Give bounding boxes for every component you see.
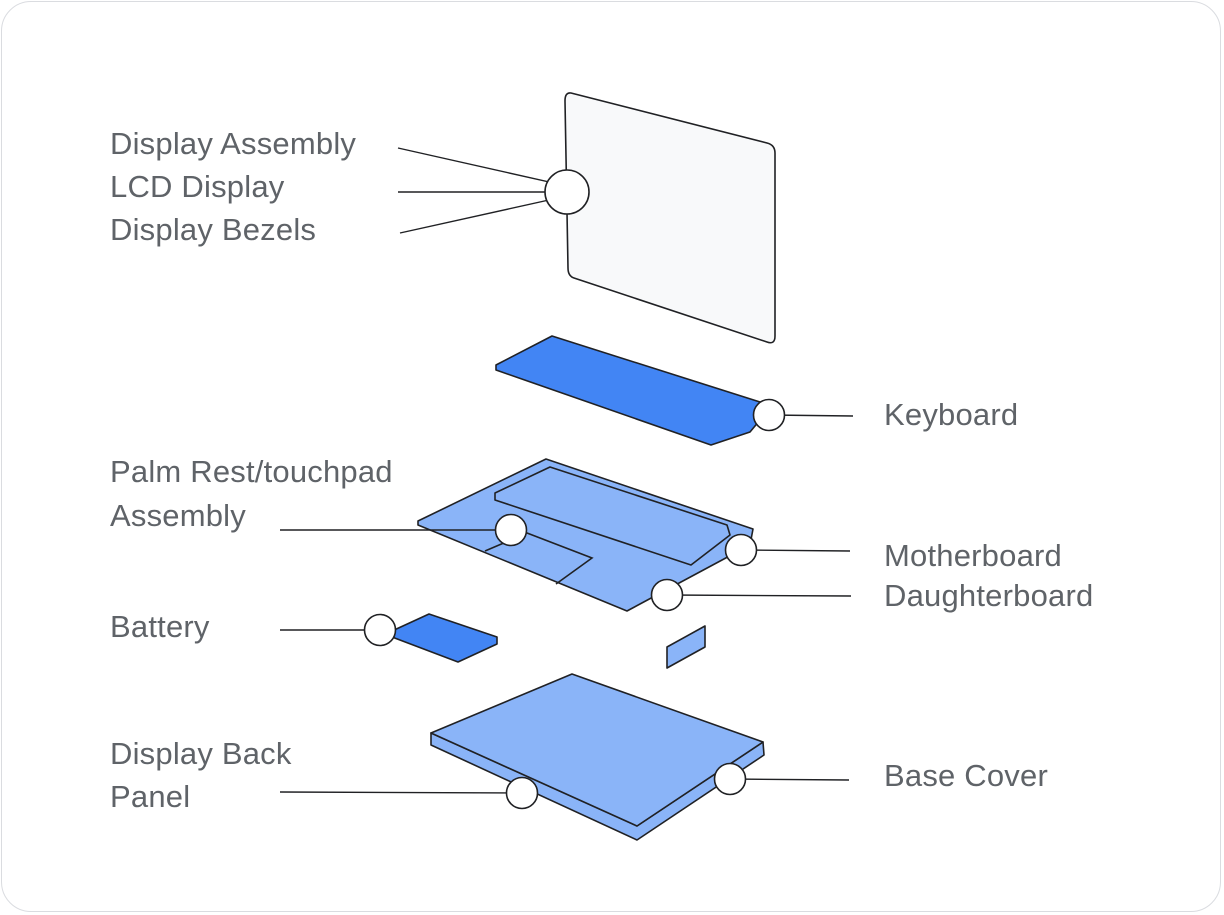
keyboard-part — [495, 335, 766, 446]
battery-part — [391, 613, 498, 663]
callout-display-marker — [544, 169, 590, 215]
callout-palm-rest-marker — [494, 513, 528, 547]
label-motherboard: Motherboard — [884, 538, 1062, 573]
display-panel-part — [564, 92, 776, 344]
label-display-back-panel-line2: Panel — [110, 779, 191, 814]
label-display-bezels: Display Bezels — [110, 212, 317, 247]
label-daughterboard: Daughterboard — [884, 578, 1094, 613]
daughterboard-part — [666, 625, 706, 669]
callout-keyboard-marker — [752, 398, 786, 432]
callout-motherboard-marker — [724, 533, 758, 567]
label-display-back-panel-line1: Display Back — [110, 736, 292, 771]
label-lcd-display: LCD Display — [110, 169, 285, 204]
label-base-cover: Base Cover — [884, 758, 1048, 793]
base-cover-top — [430, 673, 764, 827]
callout-display-back-panel-marker — [505, 776, 539, 810]
callout-daughterboard-marker — [650, 578, 684, 612]
leader-lines — [279, 147, 854, 794]
callout-base-cover-marker — [713, 762, 747, 796]
callout-battery-marker — [363, 613, 397, 647]
label-palm-rest-line1: Palm Rest/touchpad — [110, 454, 393, 489]
label-battery: Battery — [110, 609, 210, 644]
label-palm-rest-line2: Assembly — [110, 498, 246, 533]
label-keyboard: Keyboard — [884, 397, 1019, 432]
label-display-assembly: Display Assembly — [110, 126, 357, 161]
touchpad-outline — [494, 466, 731, 566]
